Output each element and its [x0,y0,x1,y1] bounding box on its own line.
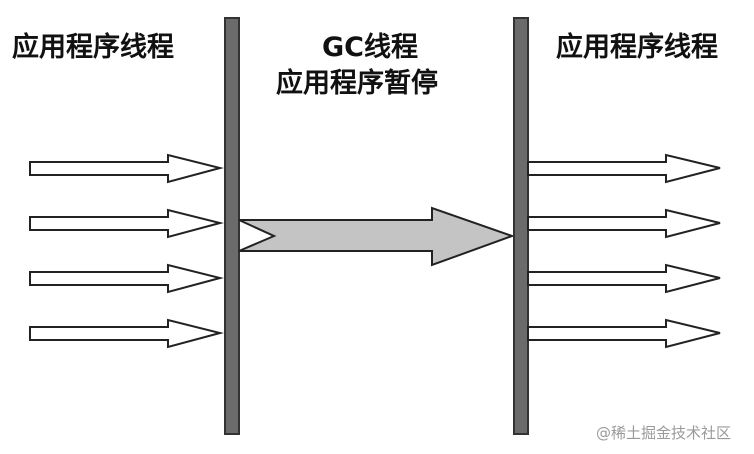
gc-thread-label: GC线程 [322,32,418,63]
thread-arrow-left-2 [29,208,224,239]
watermark-text: @稀土掘金技术社区 [596,424,732,442]
thread-arrow-left-3 [29,263,224,294]
right-threads-label: 应用程序线程 [556,32,718,63]
thread-arrow-right-1 [527,153,721,184]
thread-arrow-right-4 [527,318,721,349]
gc-thread-arrow [238,206,515,267]
thread-arrow-right-2 [527,208,721,239]
right-safepoint-bar [513,17,529,435]
left-thread-arrows [29,153,224,349]
right-thread-arrows [527,153,721,349]
thread-arrow-left-4 [29,318,224,349]
thread-arrow-right-3 [527,263,721,294]
left-safepoint-bar [224,17,240,435]
thread-arrow-left-1 [29,153,224,184]
left-threads-label: 应用程序线程 [12,32,174,63]
app-pause-label: 应用程序暂停 [276,68,438,99]
